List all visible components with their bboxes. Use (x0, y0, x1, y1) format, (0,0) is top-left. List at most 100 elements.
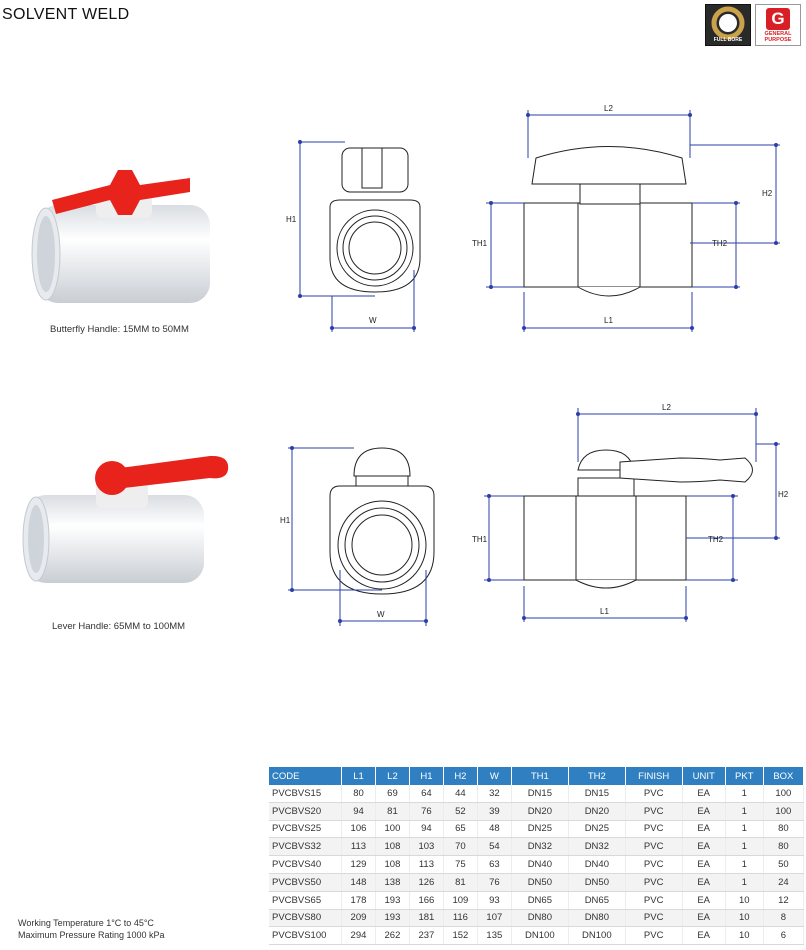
dim-label-h2: H2 (762, 189, 773, 198)
table-cell: DN25 (568, 820, 626, 839)
table-cell: 100 (763, 785, 805, 803)
table-cell: 178 (341, 891, 376, 910)
table-cell: EA (682, 873, 726, 892)
lever-front-view (329, 447, 435, 595)
table-cell: 181 (409, 909, 444, 928)
table-cell: 50 (763, 855, 805, 874)
lever-valve-photo (22, 455, 229, 583)
table-cell: PVCBVS40 (269, 855, 342, 874)
dim-label-th1-lever: TH1 (472, 535, 488, 544)
table-cell: 63 (477, 855, 512, 874)
lever-side-view (523, 449, 753, 589)
lever-handle-caption: Lever Handle: 65MM to 100MM (52, 621, 186, 632)
table-cell: EA (682, 820, 726, 839)
lever-front-dimensions (288, 446, 428, 626)
table-cell: PVCBVS32 (269, 837, 342, 857)
table-cell: 80 (763, 837, 805, 857)
table-cell: PVC (625, 909, 683, 928)
table-cell: 76 (409, 802, 444, 821)
table-cell: 1 (725, 873, 764, 892)
butterfly-side-dimensions (486, 110, 780, 332)
table-cell: 81 (443, 873, 478, 892)
table-cell: PVCBVS65 (269, 891, 342, 910)
table-cell: PVCBVS80 (269, 909, 342, 928)
butterfly-front-view (329, 147, 421, 293)
table-cell: EA (682, 785, 726, 803)
table-cell: EA (682, 802, 726, 821)
general-purpose-badge: G GENERAL PURPOSE (755, 4, 801, 46)
col-header-h2: H2 (443, 767, 478, 785)
table-cell: PVC (625, 802, 683, 821)
table-cell: 106 (341, 820, 376, 839)
col-header-l1: L1 (341, 767, 376, 785)
table-cell: 100 (375, 820, 410, 839)
table-cell: 8 (763, 909, 805, 928)
table-cell: 294 (341, 926, 376, 946)
table-cell: DN40 (511, 855, 569, 874)
table-cell: 193 (375, 891, 410, 910)
table-cell: 44 (443, 785, 478, 803)
table-cell: 107 (477, 909, 512, 928)
table-cell: EA (682, 891, 726, 910)
table-cell: PVCBVS20 (269, 802, 342, 821)
table-cell: 54 (477, 837, 512, 857)
table-cell: PVC (625, 891, 683, 910)
table-cell: DN25 (511, 820, 569, 839)
dim-label-l1: L1 (604, 316, 613, 325)
table-cell: 94 (341, 802, 376, 821)
table-cell: 64 (409, 785, 444, 803)
table-cell: 135 (477, 926, 512, 946)
dim-label-w-lever: W (377, 610, 385, 619)
dim-label-th2-lever: TH2 (708, 535, 724, 544)
table-cell: 81 (375, 802, 410, 821)
col-header-h1: H1 (409, 767, 444, 785)
table-cell: EA (682, 837, 726, 857)
col-header-th2: TH2 (568, 767, 626, 785)
table-cell: DN20 (511, 802, 569, 821)
spec-table: CODE L1 L2 H1 H2 W TH1 TH2 FINISH UNIT P… (269, 767, 805, 946)
table-cell: 69 (375, 785, 410, 803)
table-cell: DN65 (568, 891, 626, 910)
dim-label-h1: H1 (286, 215, 297, 224)
table-cell: DN15 (568, 785, 626, 803)
table-cell: 113 (341, 837, 376, 857)
col-header-th1: TH1 (511, 767, 569, 785)
table-cell: DN80 (568, 909, 626, 928)
table-cell: 100 (763, 802, 805, 821)
table-cell: PVCBVS15 (269, 785, 342, 803)
table-cell: 103 (409, 837, 444, 857)
table-cell: 48 (477, 820, 512, 839)
table-cell: 1 (725, 837, 764, 857)
table-cell: PVC (625, 855, 683, 874)
col-header-box: BOX (763, 767, 805, 785)
spec-table-header-row: CODE L1 L2 H1 H2 W TH1 TH2 FINISH UNIT P… (269, 767, 805, 785)
dim-label-h1-lever: H1 (280, 516, 291, 525)
general-purpose-label: GENERAL PURPOSE (764, 31, 792, 43)
table-cell: 52 (443, 802, 478, 821)
full-bore-label: FULL BORE (713, 37, 743, 43)
table-cell: PVCBVS50 (269, 873, 342, 892)
col-header-pkt: PKT (725, 767, 764, 785)
table-cell: 80 (341, 785, 376, 803)
table-cell: 262 (375, 926, 410, 946)
table-cell: PVC (625, 873, 683, 892)
col-header-finish: FINISH (625, 767, 683, 785)
table-cell: DN50 (511, 873, 569, 892)
dim-label-l1-lever: L1 (600, 607, 609, 616)
butterfly-side-view (523, 146, 693, 297)
table-cell: 70 (443, 837, 478, 857)
table-cell: DN20 (568, 802, 626, 821)
table-cell: 6 (763, 926, 805, 946)
lever-side-dimensions (484, 408, 780, 622)
table-cell: 148 (341, 873, 376, 892)
table-cell: 10 (725, 909, 764, 928)
table-cell: 108 (375, 837, 410, 857)
page-title: SOLVENT WELD (2, 6, 130, 23)
table-cell: DN65 (511, 891, 569, 910)
dim-label-h2-lever: H2 (778, 490, 789, 499)
